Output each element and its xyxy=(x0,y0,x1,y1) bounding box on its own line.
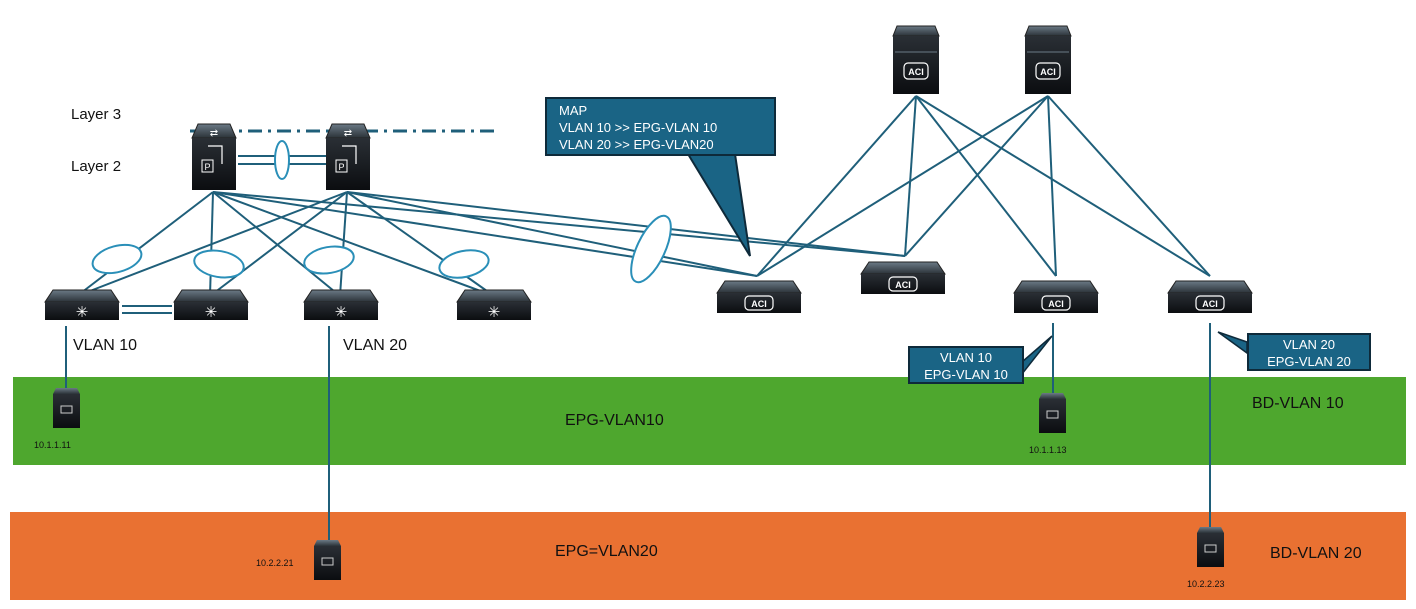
network-link xyxy=(76,191,214,297)
network-link xyxy=(212,191,758,277)
callout-line: VLAN 10 xyxy=(939,350,993,365)
server-host-icon xyxy=(53,388,80,428)
svg-text:✳: ✳ xyxy=(488,304,501,321)
network-link xyxy=(915,95,1211,277)
network-link xyxy=(212,191,495,297)
access-switch-icon: ✳ xyxy=(44,289,120,321)
network-link xyxy=(756,95,1049,277)
host-ip-label: 10.2.2.23 xyxy=(1187,579,1225,589)
host-ip-label: 10.2.2.21 xyxy=(256,558,294,568)
distribution-switch-icon: ⇄P xyxy=(325,123,371,190)
epg-vlan10-label: EPG-VLAN10 xyxy=(565,412,664,429)
callout-pointer xyxy=(686,153,751,257)
distribution-switch-icon: ⇄P xyxy=(191,123,237,190)
port-channel-ellipse xyxy=(438,249,490,279)
network-link xyxy=(904,95,1049,257)
epg-vlan10-band xyxy=(13,377,1406,465)
network-link xyxy=(1047,95,1211,277)
callout-title: MAP xyxy=(559,103,588,118)
svg-text:ACI: ACI xyxy=(751,299,767,309)
server-host-icon xyxy=(314,540,341,580)
network-link xyxy=(915,95,1057,277)
port-channel-ellipse xyxy=(630,214,672,284)
layer2-label: Layer 2 xyxy=(71,158,122,175)
svg-text:✳: ✳ xyxy=(205,304,218,321)
network-link xyxy=(756,95,917,277)
network-link xyxy=(212,191,906,257)
aci-leaf-switch-icon: ACI xyxy=(716,280,802,313)
callout-line: VLAN 20 xyxy=(1282,337,1336,352)
server-host-icon xyxy=(1039,393,1066,433)
layer3-label: Layer 3 xyxy=(71,106,122,123)
network-link xyxy=(76,191,348,297)
leaf3-vlan-callout: VLAN 10 EPG-VLAN 10 xyxy=(908,346,1024,384)
network-link xyxy=(904,95,917,257)
callout-line: EPG-VLAN 10 xyxy=(924,367,1008,382)
svg-text:ACI: ACI xyxy=(895,280,911,290)
vlan-epg-map-callout: MAP VLAN 10 >> EPG-VLAN 10 VLAN 20 >> EP… xyxy=(545,97,776,156)
vlan10-label: VLAN 10 xyxy=(73,337,138,354)
bd-vlan20-label: BD-VLAN 20 xyxy=(1270,545,1362,562)
aci-spine-icon: ACI xyxy=(892,25,940,94)
access-switch-icon: ✳ xyxy=(303,289,379,321)
svg-text:✳: ✳ xyxy=(335,304,348,321)
callout-line: EPG-VLAN 20 xyxy=(1267,354,1351,369)
links-group xyxy=(65,95,1211,540)
aci-spine-icon: ACI xyxy=(1024,25,1072,94)
leaf4-vlan-callout: VLAN 20 EPG-VLAN 20 xyxy=(1247,333,1371,371)
server-host-icon xyxy=(1197,527,1224,567)
port-channel-ellipse xyxy=(91,243,143,275)
host-ip-label: 10.1.1.11 xyxy=(34,440,71,450)
vlan20-label: VLAN 20 xyxy=(343,337,408,354)
aci-leaf-switch-icon: ACI xyxy=(1167,280,1253,313)
svg-text:ACI: ACI xyxy=(1048,299,1064,309)
svg-text:ACI: ACI xyxy=(1040,67,1056,77)
network-link xyxy=(346,191,906,257)
svg-text:⇄: ⇄ xyxy=(210,128,218,139)
access-switch-icon: ✳ xyxy=(456,289,532,321)
port-channel-ellipse xyxy=(274,140,290,180)
epg-vlan20-label: EPG=VLAN20 xyxy=(555,543,658,560)
aci-leaf-switch-icon: ACI xyxy=(1013,280,1099,313)
svg-text:ACI: ACI xyxy=(1202,299,1218,309)
port-channel-ellipse xyxy=(193,249,245,279)
callout-line: VLAN 20 >> EPG-VLAN20 xyxy=(559,137,714,152)
port-channel-ellipse xyxy=(303,245,355,275)
access-switch-icon: ✳ xyxy=(173,289,249,321)
svg-text:ACI: ACI xyxy=(908,67,924,77)
bd-vlan10-label: BD-VLAN 10 xyxy=(1252,395,1344,412)
callout-line: VLAN 10 >> EPG-VLAN 10 xyxy=(559,120,718,135)
network-link xyxy=(1047,95,1057,277)
network-link xyxy=(346,191,758,277)
network-link xyxy=(212,191,341,297)
aci-leaf-switch-icon: ACI xyxy=(860,261,946,294)
svg-text:✳: ✳ xyxy=(76,304,89,321)
epg-vlan20-band xyxy=(10,512,1406,600)
network-link xyxy=(346,191,495,297)
svg-text:⇄: ⇄ xyxy=(344,128,352,139)
port-channel-group xyxy=(91,140,1248,377)
callout-pointer xyxy=(1217,331,1248,355)
host-ip-label: 10.1.1.13 xyxy=(1029,445,1067,455)
network-link xyxy=(339,191,348,297)
svg-text:P: P xyxy=(338,162,344,172)
callout-pointer xyxy=(1021,335,1053,377)
svg-text:P: P xyxy=(204,162,210,172)
